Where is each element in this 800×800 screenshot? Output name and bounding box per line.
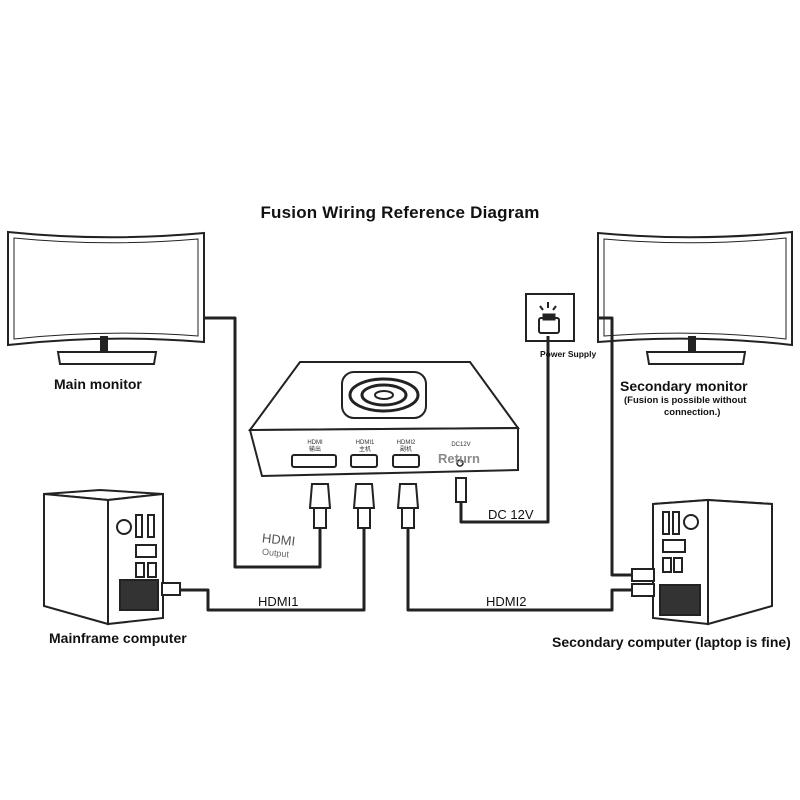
fusion-box [248, 361, 520, 478]
mainframe-computer [43, 488, 181, 626]
secondary-monitor-note-line-2: connection.) [664, 407, 721, 418]
power-supply-label: Power Supply [540, 349, 597, 359]
diagram-title: Fusion Wiring Reference Diagram [260, 203, 540, 222]
port-label-hdmi1: HDMI1 主机 [350, 440, 380, 454]
port-hdmi2-name: HDMI2 [396, 440, 416, 446]
secondary-monitor [597, 230, 793, 365]
port-label-hdmi-output: HDMI 输出 [300, 440, 330, 454]
port-hdmi1-name: HDMI1 [355, 440, 375, 446]
secondary-monitor-label: Secondary monitor [620, 378, 748, 394]
port-label-dc12v: DC12V [451, 442, 471, 448]
port-hdmi1-sub: 主机 [358, 447, 371, 453]
secondary-monitor-note-line-1: (Fusion is possible without [624, 395, 747, 406]
secondary-computer-label: Secondary computer (laptop is fine) [552, 634, 791, 650]
hdmi1-cable-label: HDMI1 [258, 594, 299, 609]
port-hdmi-output-name: HDMI [307, 440, 323, 446]
port-label-hdmi2: HDMI2 副机 [391, 440, 421, 454]
main-monitor-label: Main monitor [54, 376, 142, 392]
mainframe-computer-label: Mainframe computer [49, 630, 187, 646]
cables [180, 316, 632, 612]
dc12v-cable-label: DC 12V [488, 507, 534, 522]
port-hdmi2-sub: 副机 [399, 447, 412, 453]
hdmi-plugs [308, 477, 467, 529]
main-monitor [7, 230, 205, 365]
hdmi2-cable-label: HDMI2 [486, 594, 527, 609]
wall-power-socket [525, 293, 575, 342]
secondary-computer [631, 498, 773, 626]
fan-vent-icon [341, 371, 427, 419]
return-label: Return [438, 451, 480, 466]
port-hdmi-output-sub: 输出 [308, 447, 321, 453]
